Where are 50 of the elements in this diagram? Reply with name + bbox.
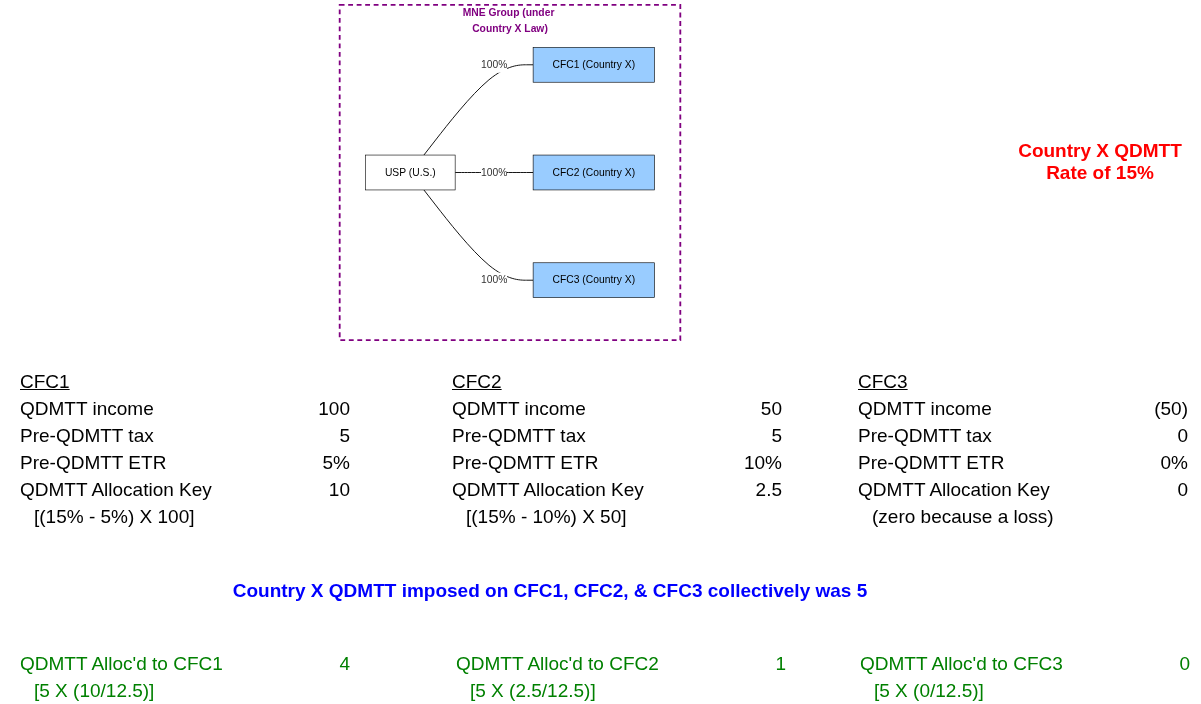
row-label: QDMTT Alloc'd to CFC1 [20,652,224,676]
row-value: 5 [770,424,782,448]
row-label: QDMTT Allocation Key [452,478,645,502]
row-value: 5% [321,451,350,475]
row-value: 10 [327,478,350,502]
row-label: Pre-QDMTT tax [20,424,155,448]
row-label: Pre-QDMTT ETR [858,451,1006,475]
row-value: 50 [759,397,782,421]
node-box: CFC3 (Country X) [532,262,655,298]
rate-note: Country X QDMTT Rate of 15% [1017,140,1183,184]
formula-note: [(15% - 10%) X 50] [465,505,627,529]
column-heading: CFC3 [858,370,908,394]
edge-label: 100% [480,58,508,71]
formula-note: [5 X (0/12.5)] [873,679,984,703]
row-label: Pre-QDMTT ETR [452,451,600,475]
row-label: QDMTT income [20,397,155,421]
connector [423,64,534,156]
column-heading: CFC1 [20,370,70,394]
row-value: 1 [774,652,786,676]
node-box: CFC1 (Country X) [532,47,655,83]
row-value: 4 [338,652,350,676]
formula-note: [5 X (2.5/12.5)] [469,679,596,703]
node-box: USP (U.S.) [365,154,456,191]
edge-label: 100% [480,274,508,286]
formula-note: [(15% - 5%) X 100] [33,505,195,529]
row-value: 0 [1176,478,1188,502]
row-label: QDMTT Allocation Key [20,478,213,502]
row-value: 100 [317,397,350,421]
connector [423,189,534,281]
row-label: QDMTT income [452,397,587,421]
node-box: CFC2 (Country X) [532,154,655,191]
formula-note: [5 X (10/12.5)] [33,679,155,703]
column-heading: CFC2 [452,370,502,394]
row-label: QDMTT Allocation Key [858,478,1051,502]
row-value: 0 [1178,652,1190,676]
row-label: QDMTT Alloc'd to CFC2 [456,652,660,676]
summary-note: Country X QDMTT imposed on CFC1, CFC2, & CFC3 collectively was 5 [231,580,869,602]
formula-note: (zero because a loss) [871,505,1054,529]
row-label: QDMTT income [858,397,993,421]
row-value: 5 [338,424,350,448]
row-value: (50) [1153,397,1188,421]
row-value: 0% [1159,451,1188,475]
row-value: 10% [742,451,782,475]
row-value: 0 [1176,424,1188,448]
edge-label: 100% [480,166,508,179]
row-label: Pre-QDMTT tax [452,424,587,448]
row-label: Pre-QDMTT tax [858,424,993,448]
row-label: QDMTT Alloc'd to CFC3 [860,652,1064,676]
row-label: Pre-QDMTT ETR [20,451,168,475]
row-value: 2.5 [754,478,782,502]
